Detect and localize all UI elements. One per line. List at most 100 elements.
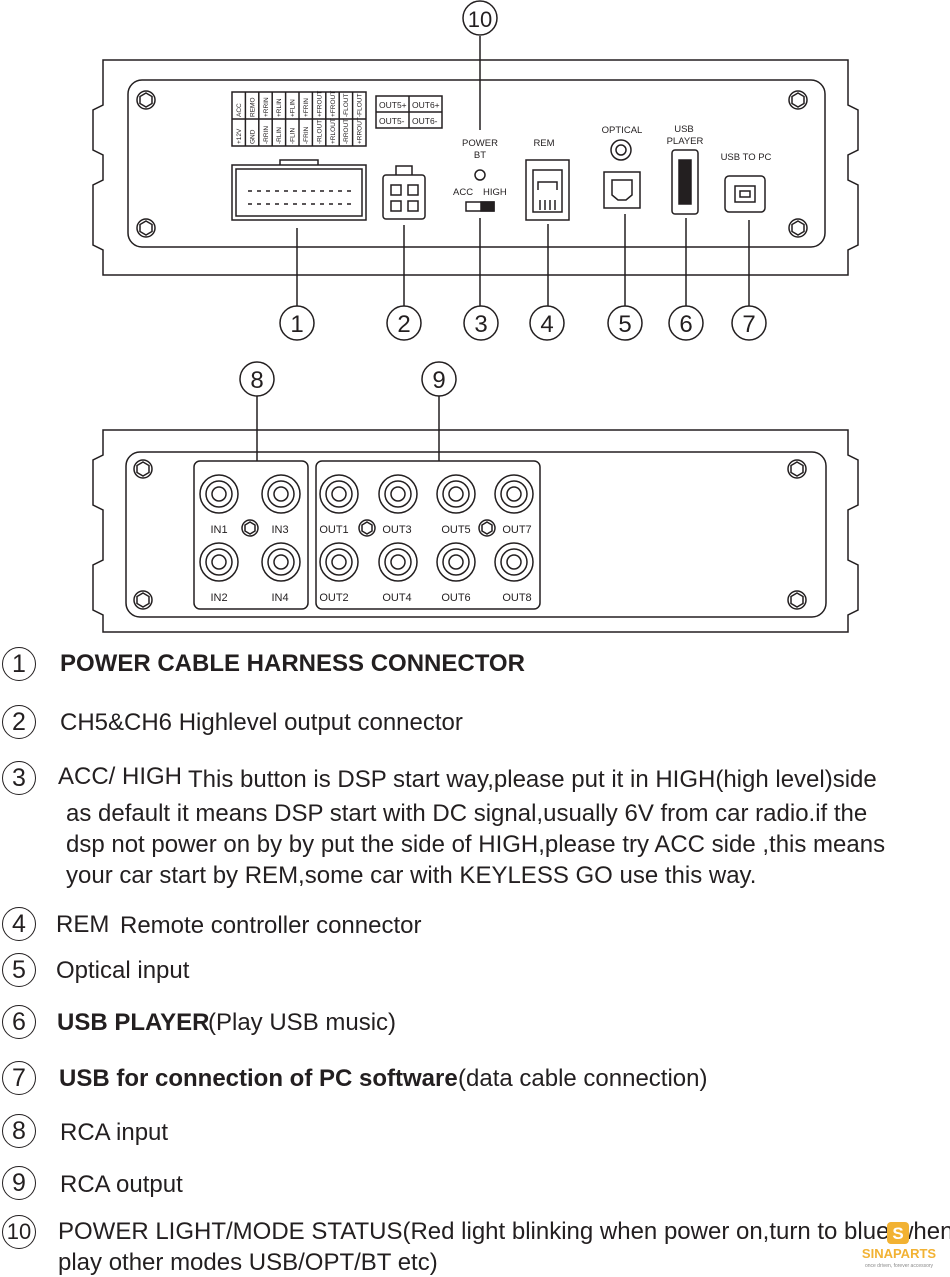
callout-4: 4	[540, 311, 553, 338]
out2-label: OUT2	[319, 592, 348, 604]
callout-10: 10	[468, 7, 492, 32]
callout-7: 7	[742, 311, 755, 338]
pin-bot-6: -RLOUT	[316, 120, 323, 144]
out6p-label: OUT6+	[412, 100, 440, 110]
legend-text-9: RCA output	[60, 1171, 183, 1198]
legend-label-1: POWER CABLE HARNESS CONNECTOR	[60, 650, 525, 677]
legend-num-8: 8	[2, 1114, 36, 1148]
usb-player-label-1: USB	[674, 124, 694, 135]
legend-num-4: 4	[2, 907, 36, 941]
pin-top-8: -FLOUT	[343, 94, 350, 118]
pin-bot-9: +RROUT	[357, 117, 364, 144]
top-panel-face	[127, 79, 826, 248]
callout-3: 3	[474, 311, 487, 338]
high-label: HIGH	[483, 187, 507, 198]
legend-num-1: 1	[2, 647, 36, 681]
rca-output-group	[315, 460, 541, 610]
bottom-panel-housing	[92, 429, 859, 633]
screw-icon	[133, 459, 807, 610]
pin-top-1: REMO	[249, 98, 256, 118]
in3-label: IN3	[271, 524, 288, 536]
legend-more-3: as default it means DSP start with DC si…	[66, 798, 885, 891]
legend-text-7: (data cable connection)	[458, 1065, 708, 1092]
out3-label: OUT3	[382, 524, 411, 536]
in1-label: IN1	[210, 524, 227, 536]
pin-bot-0: +12V	[236, 128, 243, 144]
bottom-panel-face	[125, 451, 827, 618]
pin-bot-8: -RROUT	[343, 119, 350, 144]
legend-more-3-line-2: dsp not power on by by put the side of H…	[66, 831, 886, 858]
power-led	[474, 169, 486, 181]
harness-pin-labels: ACC REMO +RRIN +RLIN +FLIN +FRIN +FROUT …	[236, 91, 364, 144]
out4-label: OUT4	[382, 592, 411, 604]
pin-bot-1: GND	[249, 129, 256, 144]
out5m-label: OUT5-	[379, 116, 405, 126]
usb-to-pc-port	[724, 175, 766, 213]
callout-6: 6	[679, 311, 692, 338]
rem-label: REM	[533, 138, 554, 149]
legend-num-6: 6	[2, 1005, 36, 1039]
out7-label: OUT7	[502, 524, 531, 536]
rca-jacks	[199, 474, 534, 582]
usb-player-port	[671, 149, 699, 215]
callout-5: 5	[618, 311, 631, 338]
pin-bot-5: -FRIN	[303, 126, 310, 144]
logo-text: SINAPARTS	[862, 1246, 936, 1261]
rca-input-group	[193, 460, 309, 610]
legend-text-4: Remote controller connector	[120, 912, 422, 939]
legend-label-6: USB PLAYER	[57, 1009, 210, 1036]
pin-bot-7: +RLOUT	[330, 118, 337, 144]
legend-text-5: Optical input	[56, 957, 190, 984]
highlevel-connector	[382, 165, 426, 220]
legend-num-7: 7	[2, 1061, 36, 1095]
legend-num-9: 9	[2, 1166, 36, 1200]
pin-top-3: +RLIN	[276, 98, 283, 117]
acc-high-switch	[465, 201, 495, 212]
pin-top-7: +FROUT	[330, 91, 337, 117]
optical-label: OPTICAL	[602, 125, 643, 136]
power-label: POWER	[462, 138, 498, 149]
legend-num-10: 10	[2, 1215, 36, 1249]
legend-text-6: (Play USB music)	[208, 1009, 397, 1036]
sinaparts-logo: S SINAPARTS once driven, forever accesso…	[862, 1222, 936, 1269]
callout-1: 1	[290, 311, 303, 338]
legend-num-5: 5	[2, 953, 36, 987]
pin-bot-2: -RRIN	[263, 126, 270, 144]
legend-more-3-line-1: as default it means DSP start with DC si…	[66, 800, 868, 827]
bt-label: BT	[474, 150, 486, 161]
pin-top-0: ACC	[236, 103, 243, 117]
pin-bot-3: -RLIN	[276, 127, 283, 144]
harness-connector	[231, 159, 367, 221]
out5-out6-table	[375, 95, 443, 129]
legend-num-2: 2	[2, 705, 36, 739]
screw-icon	[136, 90, 808, 238]
legend-more-10: play other modes USB/OPT/BT etc)	[58, 1249, 438, 1276]
logo-tagline: once driven, forever accessory	[865, 1263, 934, 1269]
usb-pc-label: USB TO PC	[721, 152, 772, 163]
legend-label-3: ACC/ HIGH	[58, 763, 183, 790]
callout-leaders	[296, 36, 750, 306]
pin-top-5: +FRIN	[303, 98, 310, 117]
acc-label: ACC	[453, 187, 473, 198]
rem-jack	[525, 159, 570, 221]
pin-top-4: +FLIN	[290, 99, 297, 117]
out-table-labels: OUT5+ OUT6+ OUT5- OUT6-	[379, 100, 440, 126]
legend-text-8: RCA input	[60, 1119, 169, 1146]
callout-9: 9	[432, 367, 445, 394]
pin-top-9: -FLOUT	[357, 94, 364, 118]
rca-labels: IN1 IN3 IN2 IN4 OUT1 OUT3 OUT5 OUT7 OUT2…	[210, 524, 531, 604]
legend-text-2: CH5&CH6 Highlevel output connector	[60, 709, 463, 736]
legend-text-10: POWER LIGHT/MODE STATUS(Red light blinki…	[58, 1218, 950, 1245]
in2-label: IN2	[210, 592, 227, 604]
device-diagram: ACC REMO +RRIN +RLIN +FLIN +FRIN +FROUT …	[92, 0, 859, 633]
hex-nut-icon	[241, 519, 496, 537]
svg-text:S: S	[892, 1224, 903, 1243]
pin-bot-4: -FLIN	[290, 127, 297, 144]
callout-circles	[239, 0, 767, 397]
out8-label: OUT8	[502, 592, 531, 604]
callout-8: 8	[250, 367, 263, 394]
pin-top-6: +FROUT	[316, 91, 323, 117]
callout-numbers: 1 2 3 4 5 6 7 10 8 9	[250, 7, 755, 394]
legend-label-7: USB for connection of PC software	[59, 1065, 458, 1092]
legend-more-3-line-3: your car start by REM,some car with KEYL…	[66, 862, 757, 889]
